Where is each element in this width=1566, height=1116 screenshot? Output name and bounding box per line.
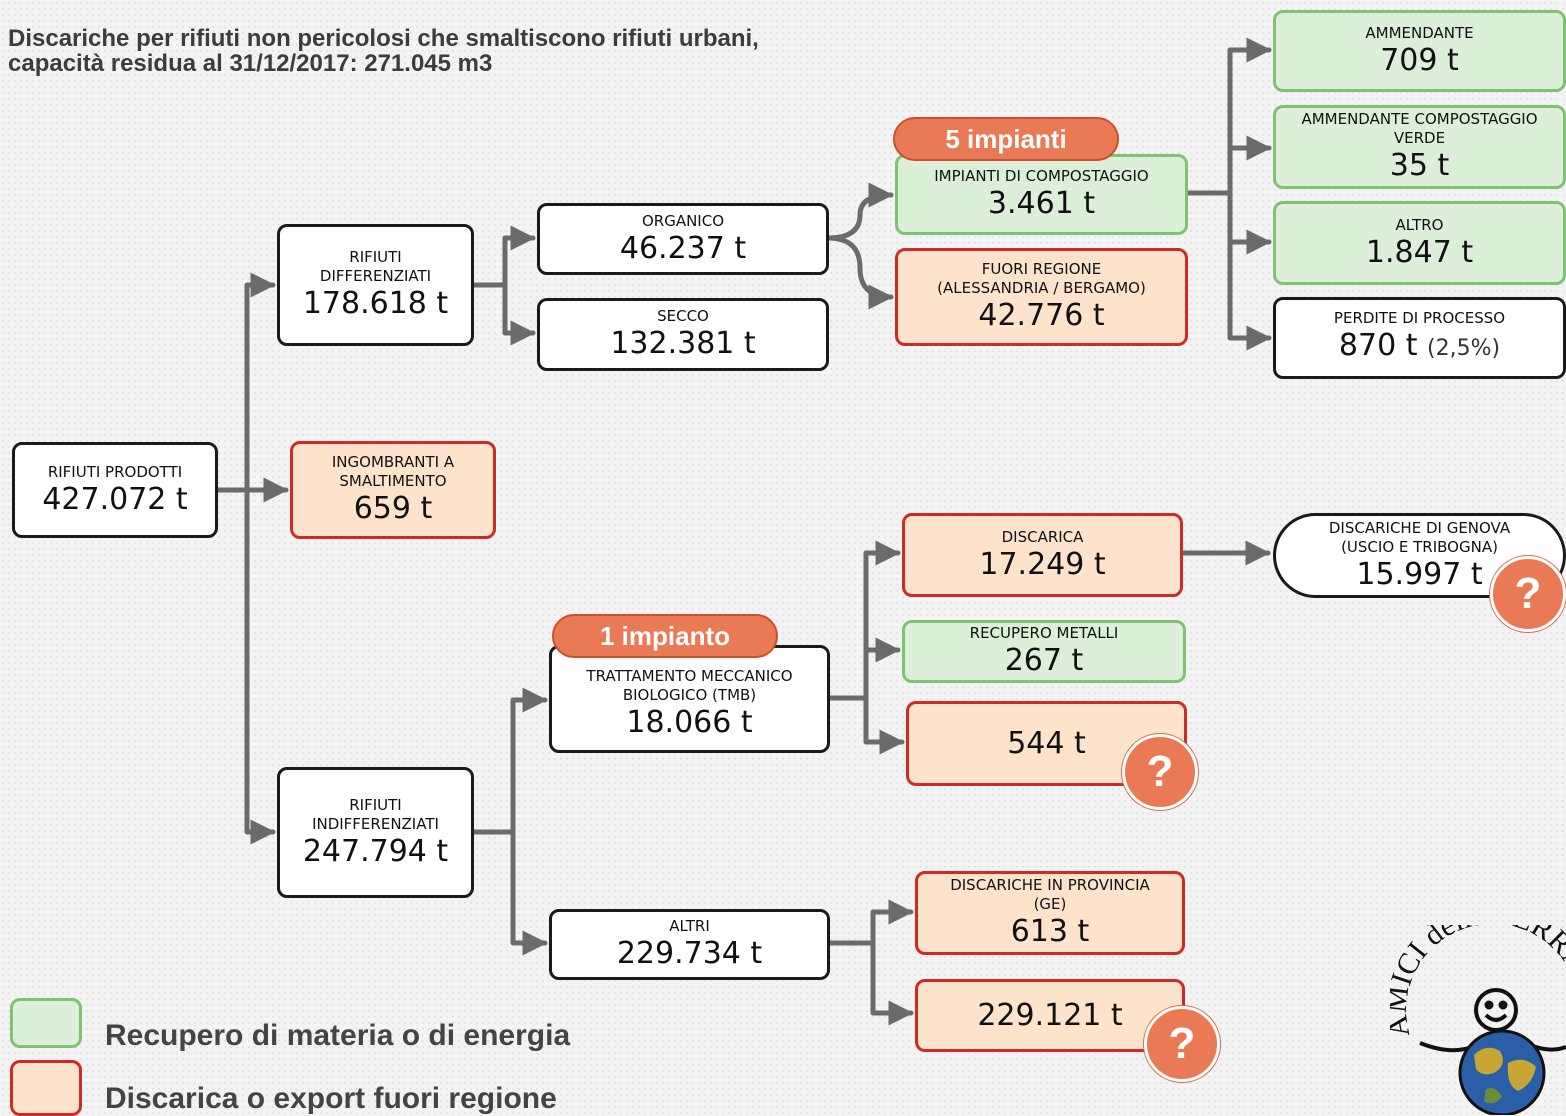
node-ammendante-verde: AMMENDANTE COMPOSTAGGIO VERDE 35 t bbox=[1273, 105, 1566, 189]
node-discariche-provincia: DISCARICHE IN PROVINCIA (GE) 613 t bbox=[915, 871, 1185, 955]
badge-tmb-impianti: 1 impianto bbox=[552, 614, 778, 658]
question-icon: ? bbox=[1490, 556, 1566, 632]
node-label: DISCARICA bbox=[1001, 527, 1084, 546]
node-value: 659 t bbox=[353, 491, 433, 526]
arrow-differenziati-secco bbox=[502, 282, 536, 346]
node-label: DISCARICHE DI GENOVA (USCIO E TRIBOGNA) bbox=[1328, 518, 1511, 556]
node-label: RECUPERO METALLI bbox=[969, 624, 1119, 642]
node-label: RIFIUTI DIFFERENZIATI bbox=[319, 248, 432, 285]
node-rifiuti-indifferenziati: RIFIUTI INDIFFERENZIATI 247.794 t bbox=[277, 767, 474, 898]
globe-icon bbox=[1458, 1029, 1546, 1115]
node-value: 870 t (2,5%) bbox=[1339, 328, 1500, 367]
title-line-1: Discariche per rifiuti non pericolosi ch… bbox=[8, 25, 759, 52]
node-secco: SECCO 132.381 t bbox=[537, 298, 829, 371]
arrow-prodotti-indifferenziati bbox=[244, 487, 276, 845]
arrow-indifferenziati-altri bbox=[510, 829, 548, 956]
node-value: 229.734 t bbox=[616, 936, 763, 971]
legend-red-label: Discarica o export fuori regione bbox=[105, 1082, 557, 1115]
node-value: 229.121 t bbox=[977, 997, 1123, 1033]
node-organico: ORGANICO 46.237 t bbox=[537, 203, 829, 275]
node-label: AMMENDANTE COMPOSTAGGIO VERDE bbox=[1301, 110, 1538, 147]
node-value: 427.072 t bbox=[42, 481, 188, 517]
arrow-altri-provincia bbox=[827, 899, 914, 946]
arrow-tmb-discarica bbox=[827, 540, 901, 701]
legend-green-label: Recupero di materia o di energia bbox=[105, 1019, 571, 1052]
node-discarica: DISCARICA 17.249 t bbox=[902, 513, 1183, 597]
node-ammendante: AMMENDANTE 709 t bbox=[1273, 10, 1566, 92]
node-value: 544 t bbox=[1007, 725, 1086, 761]
node-value: 247.794 t bbox=[302, 833, 449, 869]
node-label: TRATTAMENTO MECCANICO BIOLOGICO (TMB) bbox=[586, 667, 793, 704]
node-value: 17.249 t bbox=[979, 546, 1106, 582]
node-label: ALTRI bbox=[669, 917, 710, 935]
node-perdite-processo: PERDITE DI PROCESSO 870 t (2,5%) bbox=[1273, 297, 1566, 379]
node-value: 178.618 t bbox=[302, 286, 449, 321]
legend-green-swatch bbox=[10, 998, 82, 1048]
node-label: ALTRO bbox=[1395, 215, 1444, 234]
amici-della-terra-logo: AMICI della TERRA bbox=[1390, 925, 1566, 1115]
node-value: 3.461 t bbox=[987, 186, 1096, 221]
node-impianti-compostaggio: IMPIANTI DI COMPOSTAGGIO 3.461 t bbox=[895, 154, 1188, 235]
node-label: IMPIANTI DI COMPOSTAGGIO bbox=[934, 167, 1149, 185]
node-value: 709 t bbox=[1380, 42, 1459, 78]
title-line-2: capacità residua al 31/12/2017: 271.045 … bbox=[8, 50, 493, 77]
node-value: 267 t bbox=[1004, 643, 1084, 678]
arrow-prodotti-differenziati bbox=[215, 272, 276, 493]
node-label: PERDITE DI PROCESSO bbox=[1333, 309, 1506, 327]
node-altri: ALTRI 229.734 t bbox=[549, 909, 830, 980]
arrow-compostaggio-altro bbox=[1227, 190, 1272, 255]
badge-compostaggio-impianti: 5 impianti bbox=[893, 117, 1119, 161]
node-label: DISCARICHE IN PROVINCIA (GE) bbox=[950, 876, 1150, 913]
node-rifiuti-prodotti: RIFIUTI PRODOTTI 427.072 t bbox=[12, 442, 218, 538]
legend-red-swatch bbox=[10, 1060, 82, 1116]
node-value: 18.066 t bbox=[626, 705, 753, 740]
arrow-differenziati-organico bbox=[470, 225, 536, 288]
arrow-tmb-544 bbox=[863, 695, 905, 755]
node-value: 132.381 t bbox=[610, 326, 756, 361]
node-label: RIFIUTI PRODOTTI bbox=[47, 462, 183, 481]
node-fuori-regione: FUORI REGIONE (ALESSANDRIA / BERGAMO) 42… bbox=[895, 248, 1188, 346]
node-value: 613 t bbox=[1010, 914, 1090, 949]
node-altri-unknown: 229.121 t bbox=[915, 979, 1185, 1052]
node-value: 15.997 t bbox=[1356, 556, 1483, 592]
arrow-organico-compostaggio bbox=[825, 182, 894, 241]
node-rifiuti-differenziati: RIFIUTI DIFFERENZIATI 178.618 t bbox=[277, 224, 474, 346]
node-recupero-metalli: RECUPERO METALLI 267 t bbox=[902, 620, 1186, 683]
node-label: INGOMBRANTI A SMALTIMENTO bbox=[331, 453, 455, 490]
node-tmb: TRATTAMENTO MECCANICO BIOLOGICO (TMB) 18… bbox=[549, 645, 830, 753]
arrow-altri-229121 bbox=[870, 940, 914, 1026]
node-altro: ALTRO 1.847 t bbox=[1273, 201, 1566, 285]
node-ingombranti: INGOMBRANTI A SMALTIMENTO 659 t bbox=[290, 441, 496, 539]
node-label: AMMENDANTE bbox=[1365, 23, 1474, 42]
arrow-compostaggio-ammendante bbox=[1185, 37, 1272, 196]
node-label: RIFIUTI INDIFFERENZIATI bbox=[312, 795, 439, 833]
node-label: FUORI REGIONE (ALESSANDRIA / BERGAMO) bbox=[937, 260, 1146, 297]
arrow-organico-fuori-regione bbox=[825, 235, 894, 310]
node-value: 46.237 t bbox=[619, 230, 747, 266]
perdite-value: 870 t bbox=[1338, 328, 1418, 363]
perdite-percent: (2,5%) bbox=[1427, 336, 1501, 361]
node-value: 42.776 t bbox=[978, 298, 1105, 333]
node-label: SECCO bbox=[657, 307, 709, 325]
question-icon: ? bbox=[1122, 734, 1198, 810]
arrow-compostaggio-perdite bbox=[1227, 239, 1272, 351]
node-value: 35 t bbox=[1389, 148, 1450, 183]
node-discariche-genova: DISCARICHE DI GENOVA (USCIO E TRIBOGNA) … bbox=[1273, 513, 1566, 598]
arrow-indifferenziati-tmb bbox=[470, 687, 548, 835]
node-value: 1.847 t bbox=[1365, 234, 1474, 270]
question-icon: ? bbox=[1144, 1006, 1220, 1082]
node-label: ORGANICO bbox=[641, 211, 725, 230]
page-title: Discariche per rifiuti non pericolosi ch… bbox=[8, 26, 908, 76]
